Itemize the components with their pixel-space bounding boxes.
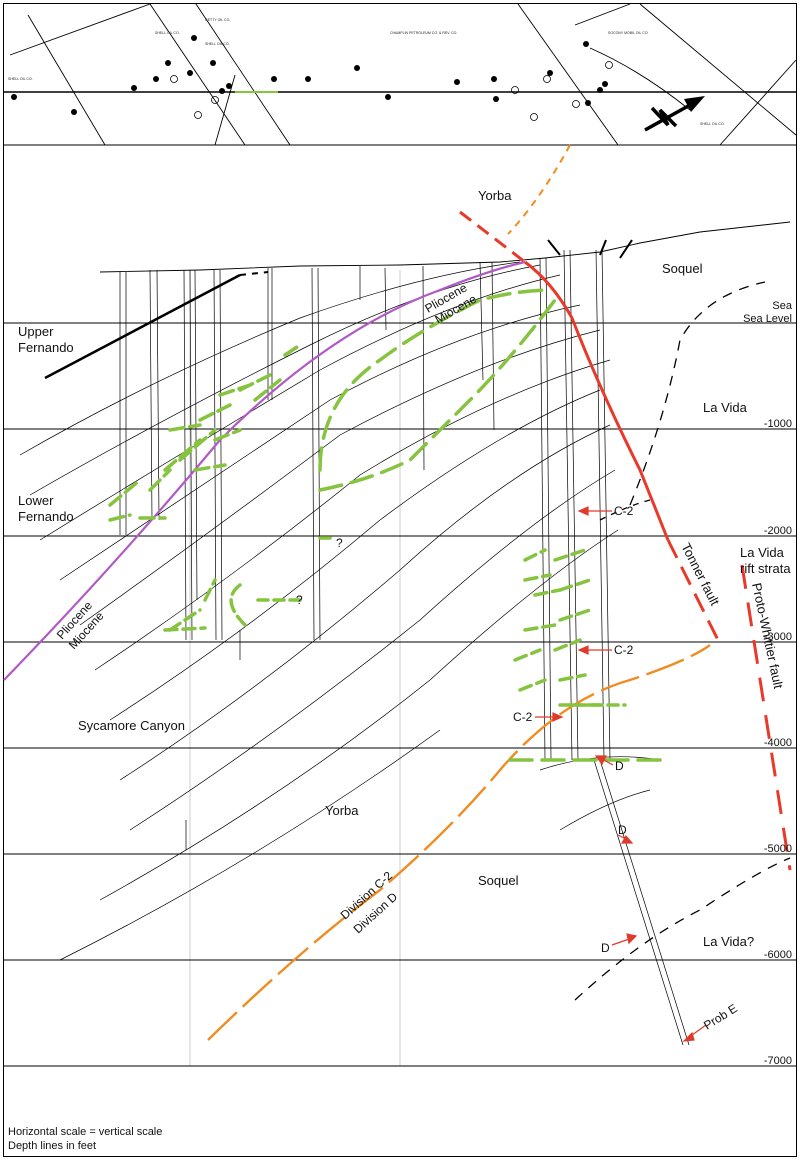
label-sycamore-canyon: Sycamore Canyon xyxy=(78,718,185,733)
depth-label-5000: -5000 xyxy=(764,843,792,855)
pick-d-b: D xyxy=(618,823,627,837)
label-la-vida-rift-1: La Vida xyxy=(740,545,785,560)
division-line xyxy=(207,644,711,1041)
operator-label: CHAMPLIN PETROLEUM CO. & REV. CO. xyxy=(390,31,457,35)
label-soquel-upper: Soquel xyxy=(662,261,703,276)
operator-labels: SHELL OIL CO. GETTY OIL CO. SHELL OIL CO… xyxy=(8,18,725,126)
operator-label: SHELL OIL CO. xyxy=(8,77,33,81)
operator-label: SHELL OIL CO. xyxy=(700,122,725,126)
well-logs xyxy=(119,249,690,1046)
label-upper-fernando-1: Upper xyxy=(18,324,54,339)
black-dashed-fault-lower xyxy=(574,857,791,1001)
proto-whittier-fault-line xyxy=(740,564,792,871)
well-symbols xyxy=(11,35,608,115)
tonner-fault-line xyxy=(524,260,670,541)
notes: Horizontal scale = vertical scale Depth … xyxy=(8,1126,162,1152)
label-lower-fernando-1: Lower xyxy=(18,493,54,508)
pick-c2-c: C-2 xyxy=(513,710,533,724)
pliocene-miocene-line xyxy=(3,260,526,681)
pick-arrows xyxy=(535,506,707,1042)
label-yorba-lower: Yorba xyxy=(325,803,359,818)
label-lower-fernando-2: Fernando xyxy=(18,509,74,524)
operator-label: SHELL OIL CO. xyxy=(155,31,180,35)
depth-label-7000: -7000 xyxy=(764,1055,792,1067)
operator-label: SHELL OIL CO. xyxy=(205,42,230,46)
pick-question-2: ? xyxy=(296,593,303,607)
pick-d-a: D xyxy=(615,759,624,773)
label-la-vida-q: La Vida? xyxy=(703,934,754,949)
tonner-fault-upper xyxy=(459,210,526,264)
depth-label-1000: -1000 xyxy=(764,418,792,430)
lease-lines xyxy=(9,3,797,146)
depth-label-3000: -3000 xyxy=(764,631,792,643)
pick-prob-e: Prob E xyxy=(701,1001,740,1032)
tonner-fault-dashed xyxy=(666,539,720,641)
well-symbols-open xyxy=(170,61,613,121)
depth-labels: Sea Sea Level -1000 -2000 -3000 -4000 -5… xyxy=(743,300,793,1067)
label-upper-fernando-2: Fernando xyxy=(18,340,74,355)
depth-label-2000: -2000 xyxy=(764,525,792,537)
upper-orange-dashed xyxy=(507,144,571,235)
correlation-lines xyxy=(19,261,661,961)
label-la-vida-rift-2: rift strata xyxy=(740,561,791,576)
label-la-vida: La Vida xyxy=(703,400,748,415)
pick-question-1: ? xyxy=(336,536,343,550)
formation-labels: Yorba Soquel Upper Fernando La Vida Lowe… xyxy=(18,188,791,949)
pick-c2-a: C-2 xyxy=(614,504,634,518)
depth-label-sea-level: Sea Level xyxy=(743,313,792,325)
note-depth-units: Depth lines in feet xyxy=(8,1140,96,1152)
pick-c2-b: C-2 xyxy=(614,643,634,657)
black-dashed-fault-upper xyxy=(629,281,766,506)
prospect-markers xyxy=(108,288,667,762)
depth-label-4000: -4000 xyxy=(764,737,792,749)
north-arrow xyxy=(644,96,705,132)
label-yorba-upper: Yorba xyxy=(478,188,512,203)
label-soquel-lower: Soquel xyxy=(478,873,519,888)
pick-labels: C-2 C-2 C-2 D D D Prob E ? ? xyxy=(296,504,740,1033)
note-scale: Horizontal scale = vertical scale xyxy=(8,1126,162,1138)
operator-label: GETTY OIL CO. xyxy=(205,18,230,22)
figure-frame xyxy=(3,3,797,1157)
upper-fernando-fault xyxy=(44,273,241,380)
map-strip: SHELL OIL CO. GETTY OIL CO. SHELL OIL CO… xyxy=(4,3,797,146)
pick-d-c: D xyxy=(601,941,610,955)
depth-label-sea-1: Sea xyxy=(772,300,792,312)
operator-label: SOCONY MOBIL OIL CO. xyxy=(608,31,649,35)
vertical-grid xyxy=(189,270,401,1066)
depth-label-6000: -6000 xyxy=(764,949,792,961)
